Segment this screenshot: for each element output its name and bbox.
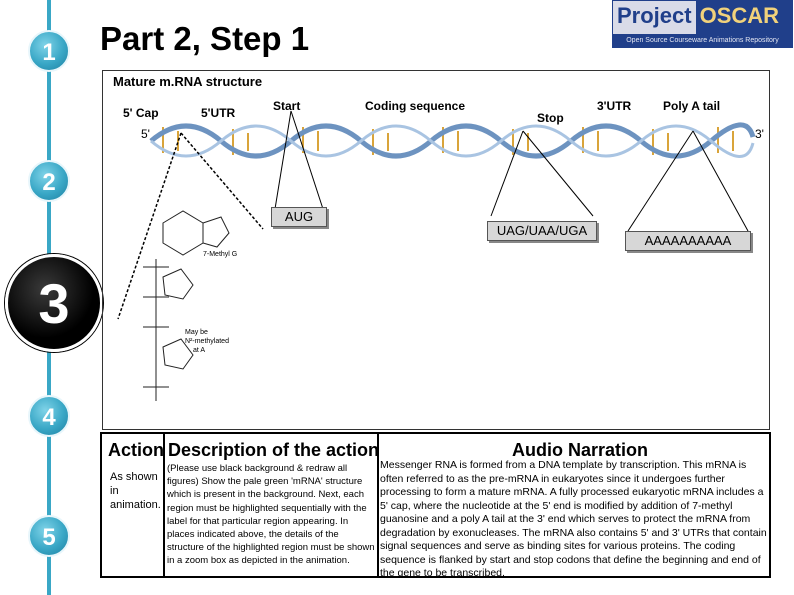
- audio-narration-cell: Messenger RNA is formed from a DNA templ…: [380, 459, 767, 579]
- step-badge-3[interactable]: 3: [5, 254, 103, 352]
- page-title: Part 2, Step 1: [100, 20, 310, 57]
- label-3-utr: 3'UTR: [597, 99, 632, 113]
- col-header-action: Action: [108, 440, 164, 460]
- table-col-divider-1: [163, 432, 165, 578]
- step-badge-2[interactable]: 2: [28, 160, 70, 202]
- logo-word-project: Project: [613, 1, 696, 34]
- table-bottom-border: [100, 576, 771, 578]
- mrna-helix-graphic: [117, 110, 756, 401]
- table-top-border: [100, 432, 771, 434]
- project-oscar-logo: Project OSCAR Open Source Courseware Ani…: [612, 0, 793, 48]
- col-header-description: Description of the action: [168, 440, 380, 460]
- cap-maybe-label: May be: [185, 329, 208, 336]
- cap-at-a-label: at A: [193, 347, 206, 354]
- mrna-diagram-panel: Mature m.RNA structure 5' Cap 5'UTR Star…: [102, 70, 770, 430]
- label-5-utr: 5'UTR: [201, 106, 236, 120]
- panel-heading: Mature m.RNA structure: [113, 74, 263, 89]
- table-right-border: [769, 432, 771, 578]
- poly-a-tail-box[interactable]: AAAAAAAAAA: [625, 231, 751, 251]
- label-5-cap: 5' Cap: [123, 106, 159, 120]
- table-col-divider-2: [377, 432, 379, 578]
- step-badge-1[interactable]: 1: [28, 30, 70, 72]
- cap-methyl-g-label: 7-Methyl G: [203, 251, 238, 258]
- cap-methylated-label: N²-methylated: [185, 338, 229, 345]
- label-3-prime-end: 3': [755, 127, 764, 141]
- label-coding-sequence: Coding sequence: [365, 99, 466, 113]
- col-header-audio: Audio Narration: [512, 440, 649, 460]
- label-5-prime-end: 5': [141, 127, 150, 141]
- action-cell: As shown in animation.: [110, 471, 161, 511]
- table-left-border: [100, 432, 102, 578]
- logo-word-oscar: OSCAR: [695, 1, 792, 34]
- step-badge-4[interactable]: 4: [28, 395, 70, 437]
- label-start: Start: [273, 99, 301, 113]
- label-poly-a-tail: Poly A tail: [663, 99, 721, 113]
- stop-codon-box[interactable]: UAG/UAA/UGA: [487, 221, 597, 241]
- label-stop: Stop: [537, 111, 564, 125]
- logo-tagline: Open Source Courseware Animations Reposi…: [613, 34, 792, 48]
- description-cell: (Please use black background & redraw al…: [167, 463, 375, 567]
- step-badge-5[interactable]: 5: [28, 515, 70, 557]
- start-codon-box[interactable]: AUG: [271, 207, 327, 227]
